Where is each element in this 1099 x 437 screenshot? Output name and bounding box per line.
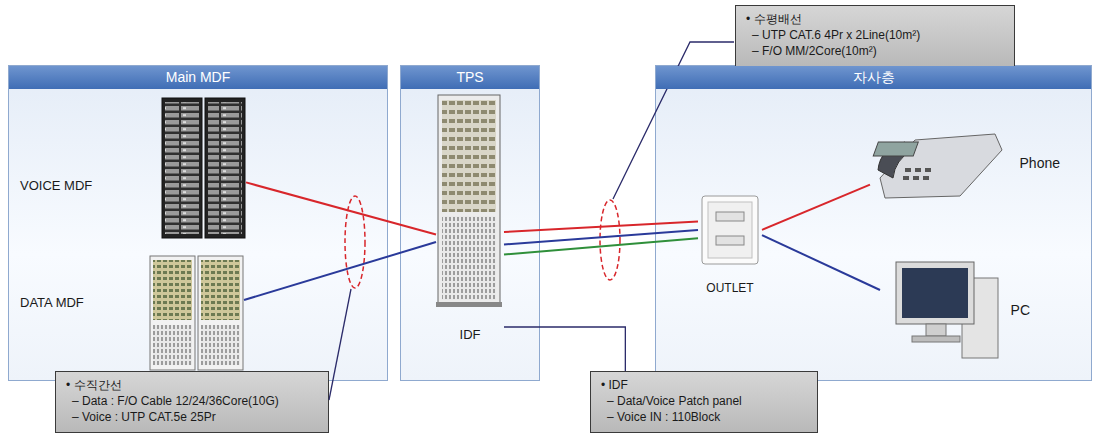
node-label: VOICE MDF: [20, 178, 92, 193]
callout-line: – Data/Voice Patch panel: [601, 393, 807, 409]
node-label: OUTLET: [706, 281, 753, 295]
callout-line: – Voice IN : 110Block: [601, 409, 807, 425]
node-label: DATA MDF: [20, 295, 84, 310]
cable-line: [504, 238, 698, 254]
callout-heading: • IDF: [601, 377, 807, 393]
pc-icon: [896, 262, 998, 358]
panel-header: 자사층: [656, 66, 1091, 89]
cable-line: [504, 222, 698, 233]
cable-line: [762, 235, 880, 290]
cable-line: [244, 242, 436, 300]
outlet: OUTLET: [698, 190, 762, 295]
panel-header: Main MDF: [9, 66, 387, 89]
callout-line: – F/O MM/2Core(10m²): [746, 43, 1004, 59]
callout-heading: • 수평배선: [746, 11, 1004, 27]
site-panel: TPS IDF: [400, 65, 540, 381]
node-label: PC: [1011, 302, 1030, 318]
idf-rack: IDF: [436, 92, 504, 342]
voice-mdf: VOICE MDF: [20, 96, 246, 240]
cable-line: [246, 182, 436, 234]
site-panel: Main MDF VOICE MDF DATA MDF: [8, 65, 388, 381]
pc: PC: [880, 260, 1075, 360]
site-panel: 자사층 OUTLET PhonePC: [655, 65, 1092, 381]
leader-line: [613, 42, 734, 199]
idf-rack: [436, 95, 502, 307]
spec-callout: • 수평배선– UTP CAT.6 4Pr x 2Line(10m²)– F/O…: [735, 5, 1015, 67]
phone: Phone: [870, 120, 1075, 205]
callout-line: – Voice : UTP CAT.5e 25Pr: [66, 409, 318, 425]
data-mdf: DATA MDF: [20, 252, 244, 372]
node-label: Phone: [1020, 155, 1060, 171]
leader-line: [329, 289, 351, 400]
callout-line: – UTP CAT.6 4Pr x 2Line(10m²): [746, 27, 1004, 43]
node-label: IDF: [460, 327, 481, 342]
phone-icon: [873, 134, 1002, 198]
callout-line: – Data : F/O Cable 12/24/36Core(10G): [66, 393, 318, 409]
panel-header: TPS: [401, 66, 539, 89]
data-rack: [150, 256, 243, 370]
leader-line: [504, 327, 625, 371]
spec-callout: • IDF– Data/Voice Patch panel– Voice IN …: [590, 371, 818, 433]
bundle-mark: [600, 200, 620, 280]
cable-line: [504, 230, 698, 245]
bundle-mark: [345, 196, 365, 288]
callout-heading: • 수직간선: [66, 377, 318, 393]
spec-callout: • 수직간선– Data : F/O Cable 12/24/36Core(10…: [55, 371, 329, 433]
cable-line: [762, 185, 870, 230]
voice-rack: [162, 98, 245, 238]
outlet-plate: [702, 196, 758, 264]
